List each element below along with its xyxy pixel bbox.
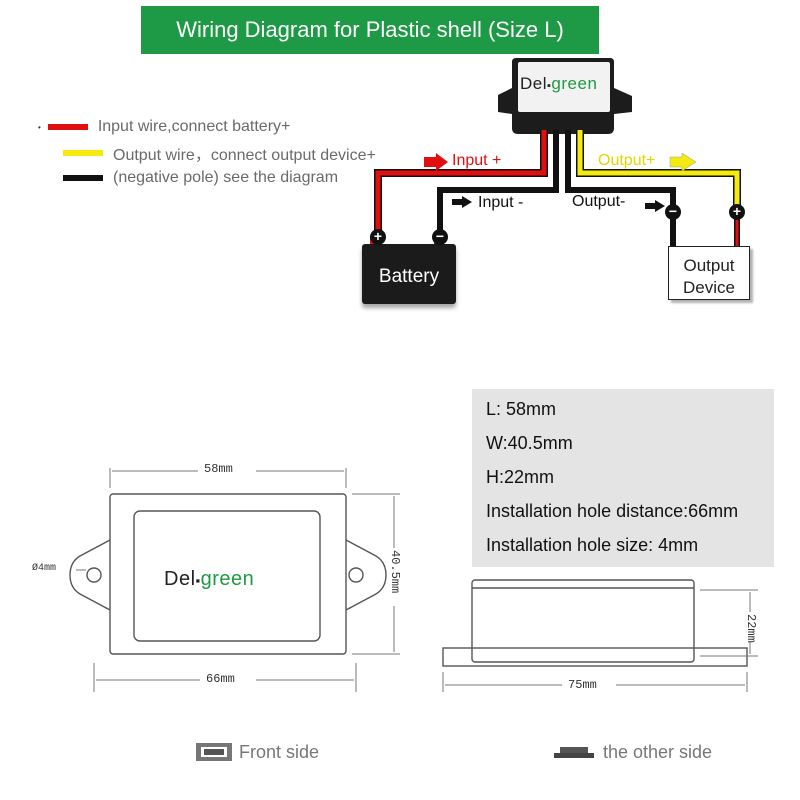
front-brand-logo: Del▪green <box>164 568 255 590</box>
output-plus-terminal-icon: + <box>729 204 745 220</box>
spec-width: W:40.5mm <box>486 433 573 453</box>
output-minus-terminal-icon: − <box>665 204 681 220</box>
front-side-label: Front side <box>239 742 320 762</box>
yellow-wire-swatch <box>63 150 103 156</box>
spec-box: L: 58mm W:40.5mm H:22mm Installation hol… <box>472 389 774 567</box>
spec-hole-size: Installation hole size: 4mm <box>486 535 699 555</box>
other-side-icon <box>554 747 594 758</box>
red-wire-swatch <box>47 124 88 130</box>
other-side-label: the other side <box>603 742 713 762</box>
legend-yellow-text: Output wire，connect output device+ <box>113 147 376 164</box>
output-device: Output Device <box>668 246 750 300</box>
dim-side-length-label: 75mm <box>568 678 597 692</box>
battery-plus-terminal-icon: + <box>370 229 386 245</box>
black-input-wire <box>437 130 559 232</box>
legend-red: • Input wire,connect battery+ <box>38 115 290 139</box>
red-wire <box>375 130 547 232</box>
dim-hole-distance-label: 66mm <box>206 672 235 686</box>
input-plus-label: Input + <box>452 152 502 169</box>
arrow-output-plus <box>669 152 697 172</box>
front-side-icon <box>196 743 232 761</box>
output-minus-label: Output- <box>572 193 626 210</box>
legend-red-text: Input wire,connect battery+ <box>97 118 291 135</box>
front-dimension-lines <box>76 468 400 692</box>
arrow-output-minus <box>645 200 665 212</box>
arrow-input-plus <box>424 153 448 171</box>
legend-black: (negative pole) see the diagram <box>38 166 338 190</box>
black-wire-swatch <box>63 175 103 181</box>
side-dimension-lines <box>442 589 758 692</box>
spec-height: H:22mm <box>486 467 555 487</box>
spec-hole-distance: Installation hole distance:66mm <box>486 501 739 521</box>
battery: Battery <box>362 244 456 304</box>
converter-module <box>498 58 632 134</box>
legend-black-text: (negative pole) see the diagram <box>113 169 339 186</box>
red-wire-outline <box>374 130 548 232</box>
legend-yellow: Output wire，connect output device+ <box>38 141 376 165</box>
dim-height-label: 22mm <box>744 614 758 643</box>
dim-length-label: 58mm <box>204 462 233 476</box>
front-view-drawing <box>69 493 387 655</box>
output-device-line2: Device <box>683 278 735 297</box>
bullet-dot: • <box>38 122 41 132</box>
dim-width-label: 40.5mm <box>388 550 402 594</box>
output-plus-label: Output+ <box>598 152 656 169</box>
input-minus-label: Input - <box>478 194 524 211</box>
spec-length: L: 58mm <box>486 399 557 419</box>
yellow-wire <box>577 130 740 205</box>
module-brand-logo: Del▪green <box>520 74 598 93</box>
arrow-input-minus <box>452 196 472 208</box>
page-title: Wiring Diagram for Plastic shell (Size L… <box>141 6 599 54</box>
battery-minus-terminal-icon: − <box>432 229 448 245</box>
side-view-drawing <box>442 579 748 667</box>
output-device-line1: Output <box>683 256 735 275</box>
dim-hole-label: Ø4mm <box>32 563 57 574</box>
